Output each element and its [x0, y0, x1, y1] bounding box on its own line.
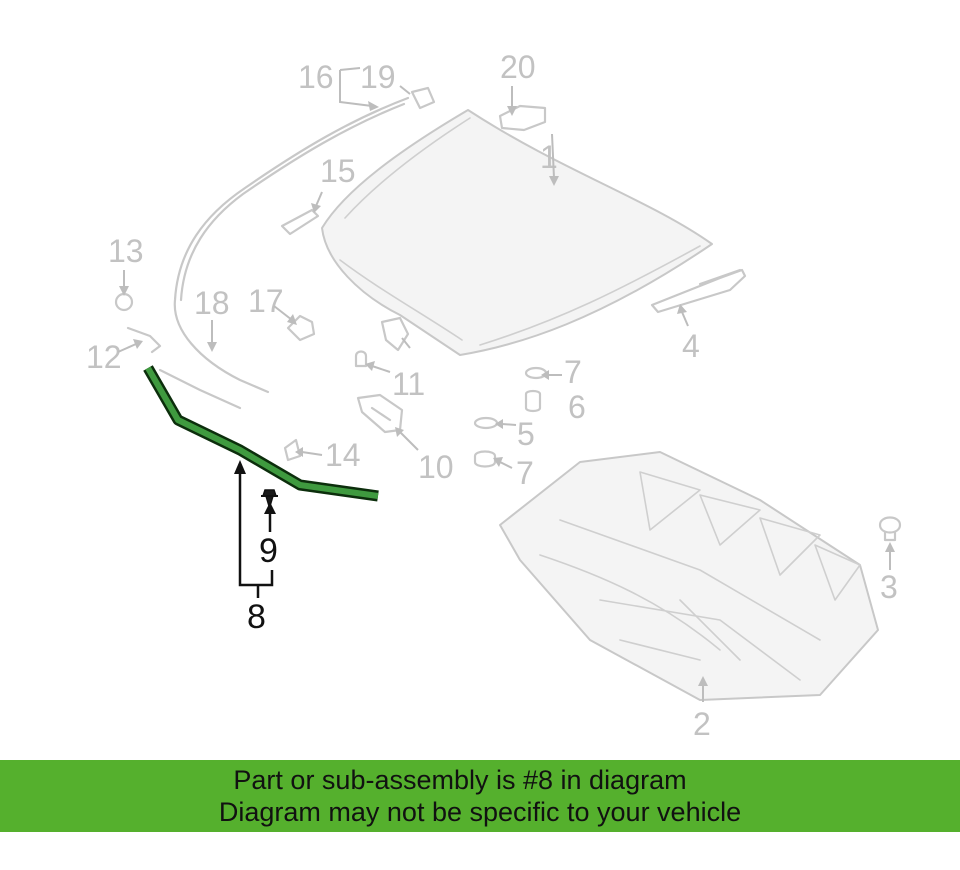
- release-handle-part-19: [410, 86, 436, 110]
- bracket-part-15: [280, 208, 320, 236]
- exploded-parts-diagram: 1 2 3 4 5 6 7 7 10 11 12 13 14 15 16 17 …: [86, 49, 902, 742]
- clip-part-9: [261, 489, 278, 507]
- highlighted-part-8-seal-strip: [143, 365, 379, 502]
- callout-19: 19: [360, 59, 396, 95]
- callout-1: 1: [540, 139, 558, 175]
- callout-4: 4: [682, 328, 700, 364]
- callout-7-lower: 7: [516, 455, 534, 491]
- banner-line-disclaimer: Diagram may not be specific to your vehi…: [218, 797, 742, 827]
- callout-5: 5: [517, 416, 535, 452]
- callout-2: 2: [693, 706, 711, 742]
- hinge-bracket-near-11: [380, 316, 410, 352]
- callout-17: 17: [248, 283, 284, 319]
- cushion-part-5: [473, 416, 499, 430]
- cable-guide-part-12: [126, 326, 162, 354]
- callout-11: 11: [392, 366, 425, 402]
- clip-part-14: [283, 438, 302, 462]
- clip-part-17: [286, 314, 316, 342]
- callout-10: 10: [418, 449, 454, 485]
- clip-part-3: [878, 516, 902, 542]
- grommet-part-7-lower: [473, 450, 497, 468]
- callout-14: 14: [325, 437, 361, 473]
- leader-lines: [117, 67, 895, 702]
- striker-part-11: [354, 350, 368, 368]
- callout-7-upper: 7: [564, 354, 582, 390]
- info-banner: Part or sub-assembly is #8 in diagram Di…: [0, 760, 960, 832]
- callout-3: 3: [880, 569, 898, 605]
- callout-9: 9: [259, 532, 278, 570]
- grommet-part-13: [114, 292, 134, 312]
- callout-15: 15: [320, 153, 356, 189]
- bumper-part-6: [524, 389, 542, 413]
- callout-20: 20: [500, 49, 536, 85]
- banner-line-part-number: Part or sub-assembly is #8 in diagram: [233, 765, 687, 795]
- callout-9-group: 9: [259, 502, 278, 570]
- support-rod-part-4: [650, 268, 747, 314]
- callout-18: 18: [194, 285, 230, 321]
- hood-panel: [321, 109, 713, 356]
- callout-8: 8: [247, 598, 266, 636]
- callout-labels: 1 2 3 4 5 6 7 7 10 11 12 13 14 15 16 17 …: [86, 49, 898, 742]
- bracket-part-20: [498, 104, 547, 132]
- release-cable: [158, 96, 410, 410]
- hood-insulator: [499, 451, 879, 701]
- callout-8-group: 8: [234, 460, 274, 636]
- callout-6: 6: [568, 389, 586, 425]
- callout-13: 13: [108, 233, 144, 269]
- callout-16: 16: [298, 59, 334, 95]
- grommet-part-7-upper: [524, 366, 548, 380]
- callout-12: 12: [86, 339, 122, 375]
